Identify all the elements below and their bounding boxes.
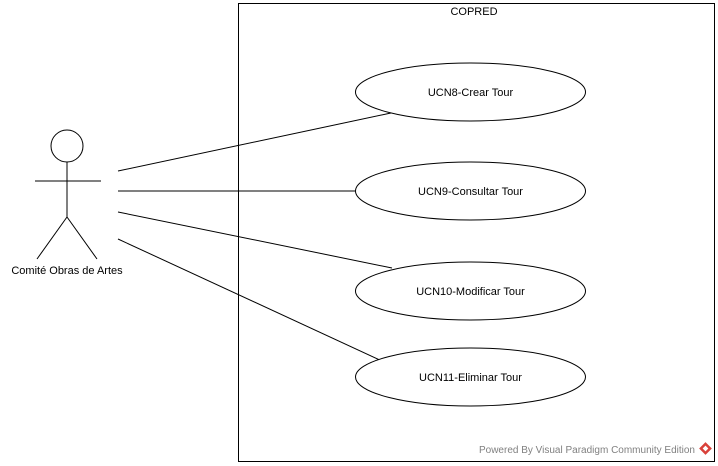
use-case-ellipse [355,347,586,407]
use-case-label: UCN8-Crear Tour [428,87,514,99]
system-name: COPRED [450,6,497,18]
use-case-ellipse [355,161,586,221]
use-case-ellipse [355,261,586,321]
actor[interactable]: Comité Obras de Artes [11,129,123,277]
use-case-label: UCN10-Modificar Tour [416,286,525,298]
use-case-ucn10[interactable]: UCN10-Modificar Tour [355,261,586,321]
use-case-ellipse [355,62,586,122]
actor-head [50,129,84,163]
use-case-ucn8[interactable]: UCN8-Crear Tour [355,62,586,122]
watermark-text: Powered By Visual Paradigm Community Edi… [479,445,695,456]
association-line-ucn11 [117,238,383,362]
association-line-ucn10 [117,211,393,269]
actor-left-leg [36,216,68,260]
use-case-ucn9[interactable]: UCN9-Consultar Tour [355,161,586,221]
use-case-label: UCN11-Eliminar Tour [419,372,522,384]
actor-right-leg [66,216,98,260]
use-case-ucn11[interactable]: UCN11-Eliminar Tour [355,347,586,407]
use-case-label: UCN9-Consultar Tour [418,186,523,198]
association-line-ucn8 [117,112,392,172]
actor-name: Comité Obras de Artes [11,265,123,277]
